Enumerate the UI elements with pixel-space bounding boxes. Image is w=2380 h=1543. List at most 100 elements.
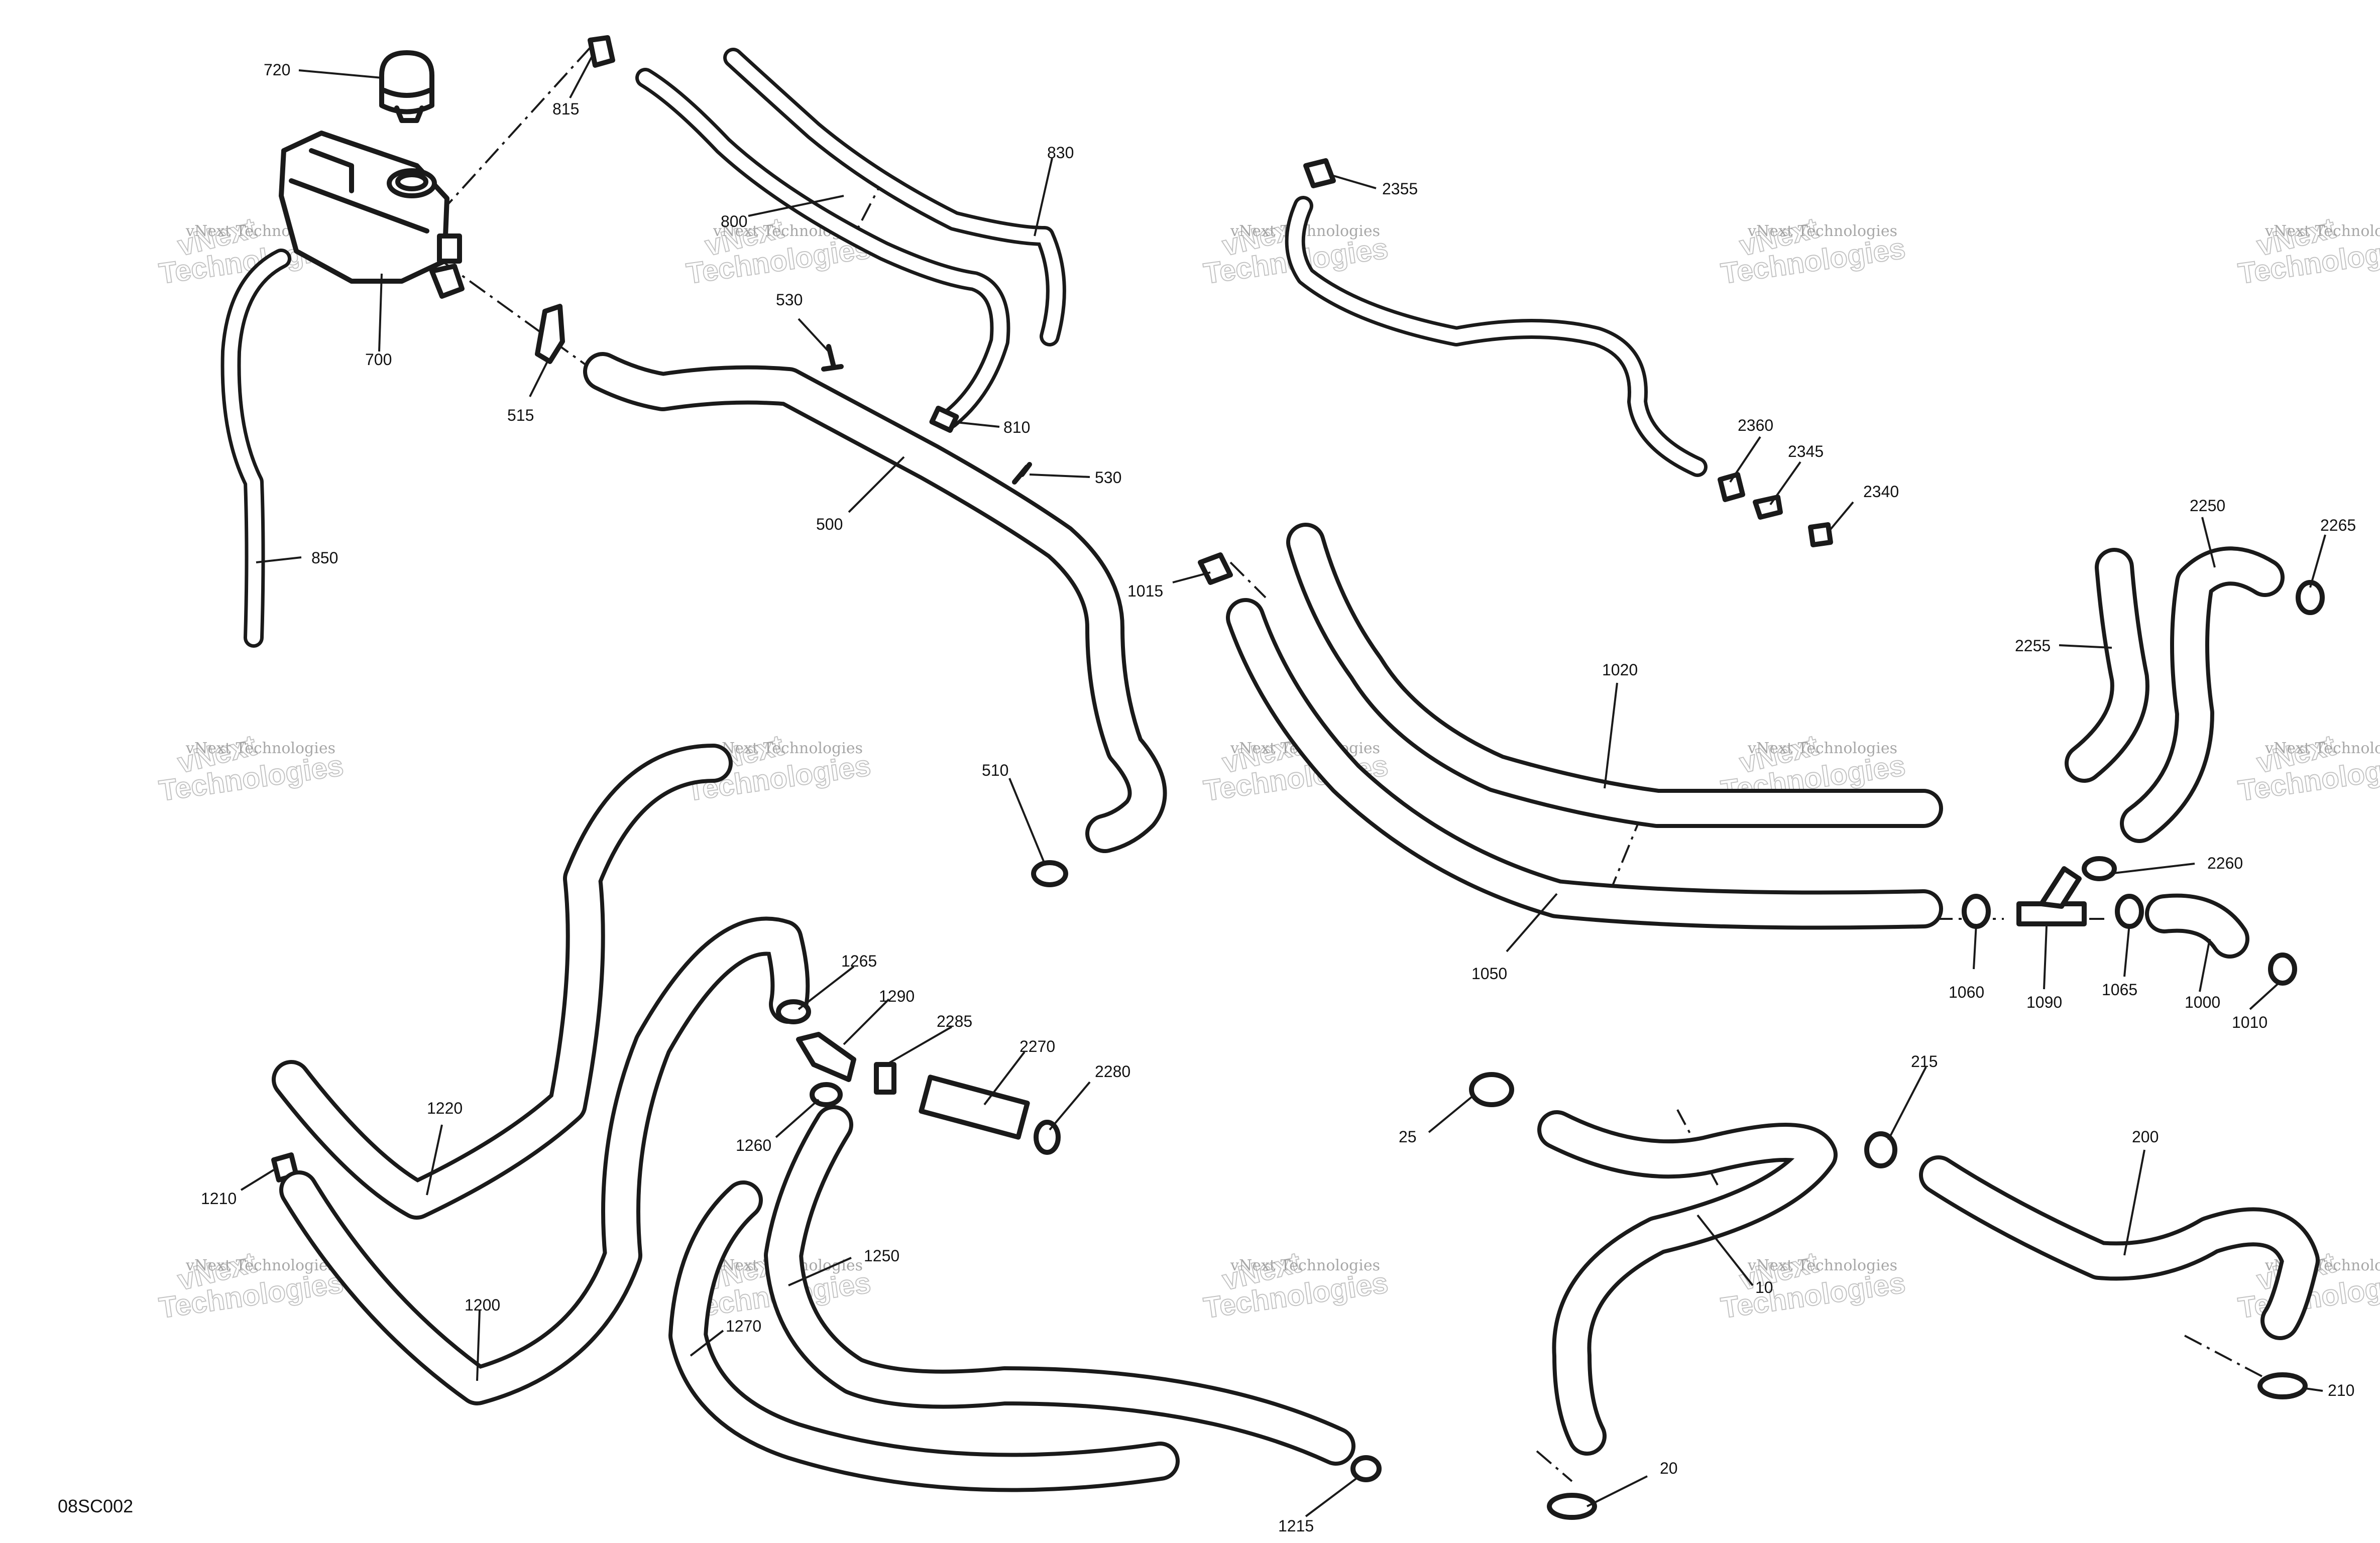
- callout-1265: 1265: [841, 952, 877, 970]
- svg-text:vNext Technologies: vNext Technologies: [1747, 1257, 1897, 1274]
- hose-clamp: [1864, 1131, 1897, 1168]
- coolant-reservoir-group: [220, 35, 615, 648]
- bolt: [1012, 462, 1032, 485]
- callout-1250: 1250: [864, 1247, 899, 1265]
- callout-2285: 2285: [937, 1012, 972, 1030]
- svg-text:vNext Technologies: vNext Technologies: [1230, 1257, 1380, 1274]
- hose-fitting: [1718, 472, 1745, 502]
- watermark: vNext vNext Technologies Technologies: [2236, 211, 2380, 291]
- callout-530-a: 530: [776, 291, 803, 309]
- watermark: vNext vNext Technologies Technologies: [2236, 728, 2380, 808]
- callout-2250: 2250: [2190, 497, 2225, 515]
- leader-lines: [240, 55, 2326, 1517]
- diagram-code: 08SC002: [58, 1496, 133, 1516]
- hose-fitting: [1753, 495, 1783, 520]
- hose-clamp: [1469, 1072, 1514, 1107]
- hose-clamp: [874, 1062, 896, 1095]
- hose-fitting: [1198, 552, 1233, 585]
- hose-fitting: [1808, 522, 1833, 547]
- hose-500: [583, 352, 1167, 887]
- callout-2260: 2260: [2207, 854, 2243, 872]
- hose-clamp: [2082, 856, 2117, 881]
- watermark: vNext vNext Technologies Technologies: [1719, 1245, 1908, 1325]
- callout-1000: 1000: [2185, 993, 2220, 1011]
- hose-clamp: [929, 405, 959, 433]
- watermark: vNext vNext Technologies Technologies: [157, 728, 346, 808]
- hoses-right-group: [1962, 546, 2325, 986]
- callout-2265: 2265: [2320, 516, 2356, 534]
- hose-200-group: [1864, 1131, 2320, 1399]
- hose-connector-2270: [919, 1075, 1030, 1140]
- hoses-800-830: [635, 48, 1066, 485]
- callout-1010: 1010: [2232, 1013, 2268, 1031]
- callout-510: 510: [982, 761, 1008, 779]
- hose-clamp: [1547, 1493, 1597, 1520]
- callout-2255: 2255: [2015, 637, 2051, 655]
- small-hose-2355: [1285, 158, 1833, 547]
- hose-clamp: [2115, 894, 2144, 929]
- hose-clamp: [2268, 953, 2297, 986]
- callout-1290: 1290: [879, 987, 915, 1005]
- callout-2280: 2280: [1095, 1062, 1130, 1081]
- callout-20: 20: [1660, 1459, 1678, 1477]
- svg-text:vNext Technologies: vNext Technologies: [185, 740, 335, 757]
- callout-830: 830: [1047, 144, 1074, 162]
- hose-clamp: [2296, 580, 2325, 615]
- callout-labels: 720 815 700 515 850 800 830 530 810 530 …: [201, 61, 2356, 1535]
- callout-1020: 1020: [1602, 661, 1638, 679]
- hose-clamp: [1034, 1120, 1061, 1155]
- callout-1090: 1090: [2026, 993, 2062, 1011]
- elbow-fitting: [796, 1032, 856, 1082]
- callout-800: 800: [721, 212, 747, 230]
- svg-text:vNext Technologies: vNext Technologies: [185, 1257, 335, 1274]
- callout-1065: 1065: [2102, 981, 2137, 999]
- bolt: [821, 344, 844, 372]
- callout-1210: 1210: [201, 1190, 237, 1208]
- callout-700: 700: [365, 350, 392, 369]
- svg-text:vNext Technologies: vNext Technologies: [713, 740, 863, 757]
- callout-515: 515: [507, 406, 534, 424]
- callout-2345: 2345: [1788, 442, 1824, 460]
- hose-10-group: [1469, 1072, 1838, 1520]
- hose-clamp: [1031, 860, 1068, 887]
- callout-1050: 1050: [1471, 965, 1507, 983]
- watermark: vNext vNext Technologies Technologies: [1201, 1245, 1391, 1325]
- hose-clamp: [1962, 894, 1991, 929]
- watermark: vNext vNext Technologies Technologies: [1719, 211, 1908, 291]
- hose-clamp: [1350, 1455, 1382, 1482]
- callout-1215: 1215: [1278, 1517, 1314, 1535]
- svg-text:vNext Technologies: vNext Technologies: [2264, 222, 2380, 240]
- callout-720: 720: [264, 61, 290, 79]
- callout-1015: 1015: [1127, 582, 1163, 600]
- hoses-bottom-left: [271, 744, 1382, 1492]
- callout-530-b: 530: [1095, 468, 1121, 487]
- callout-2270: 2270: [1019, 1037, 1055, 1055]
- callout-1270: 1270: [726, 1317, 761, 1335]
- hose-bracket: [535, 304, 565, 364]
- svg-text:vNext Technologies: vNext Technologies: [2264, 740, 2380, 757]
- svg-text:vNext Technologies: vNext Technologies: [1747, 222, 1897, 240]
- callout-1260: 1260: [736, 1136, 771, 1154]
- reservoir-cap: [379, 50, 434, 114]
- watermark: vNext vNext Technologies Technologies: [157, 1245, 346, 1325]
- hoses-1020-1050: [1198, 523, 1943, 930]
- watermark: vNext vNext Technologies Technologies: [684, 211, 873, 291]
- callout-200: 200: [2132, 1128, 2159, 1146]
- callout-1200: 1200: [465, 1296, 500, 1314]
- hose-fitting: [1303, 158, 1336, 188]
- svg-text:vNext Technologies: vNext Technologies: [1747, 740, 1897, 757]
- callout-2340: 2340: [1863, 483, 1899, 501]
- hose-fitting: [588, 35, 615, 68]
- callout-215: 215: [1911, 1052, 1938, 1071]
- hose-clamp: [2257, 1372, 2308, 1399]
- callout-1220: 1220: [427, 1099, 463, 1117]
- callout-850: 850: [311, 549, 338, 567]
- callout-1060: 1060: [1949, 983, 1984, 1001]
- callout-810: 810: [1003, 418, 1030, 436]
- callout-210: 210: [2328, 1381, 2354, 1399]
- callout-10: 10: [1755, 1278, 1773, 1296]
- callout-2355: 2355: [1382, 180, 1418, 198]
- callout-815: 815: [552, 100, 579, 118]
- hose-clamp: [810, 1082, 843, 1107]
